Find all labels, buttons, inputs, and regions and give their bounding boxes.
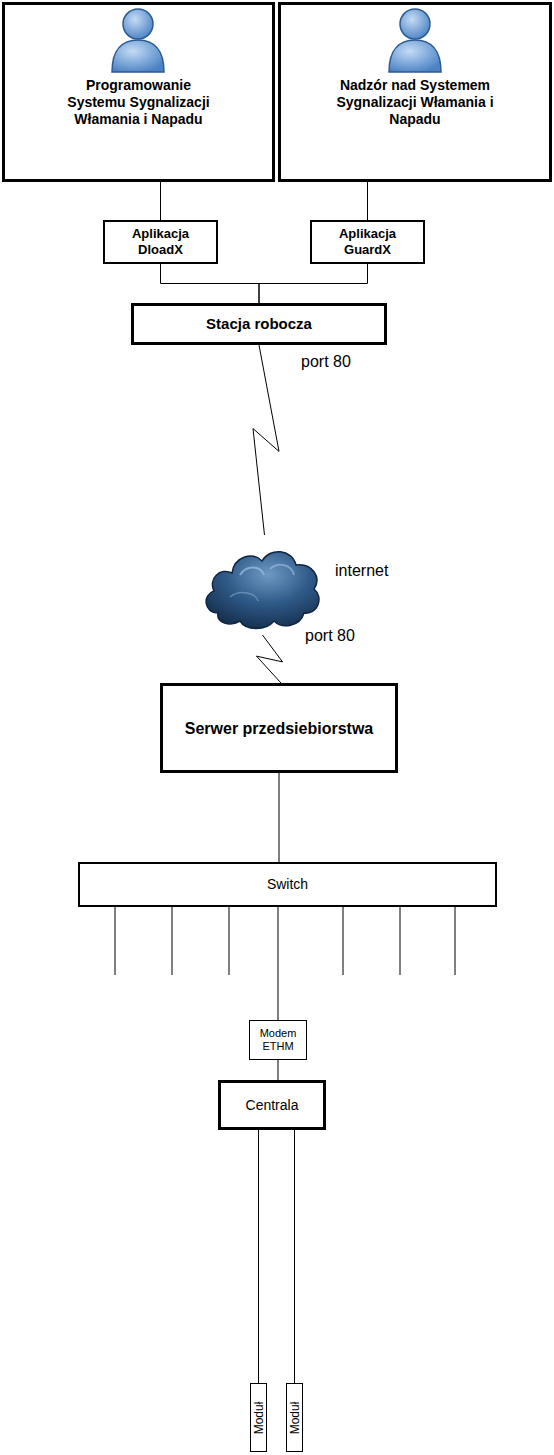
modem-box: Modem ETHM <box>249 1020 307 1060</box>
actor-box: Nadzór nad Systemem Sygnalizacji Włamani… <box>278 2 552 182</box>
connector-line <box>367 182 368 220</box>
cloud-shape <box>200 535 325 635</box>
node-label: Aplikacja GuardX <box>318 226 418 258</box>
application-box: Aplikacja GuardX <box>310 220 425 264</box>
port-label: port 80 <box>303 627 357 645</box>
server-box: Serwer przedsiebiorstwa <box>160 683 398 773</box>
node-label: Moduł <box>252 1401 266 1434</box>
connector-line <box>279 773 280 862</box>
switch-port-stubs <box>115 907 455 975</box>
person-icon <box>112 9 164 72</box>
connector-line <box>278 1060 279 1080</box>
port-label: port 80 <box>299 353 353 371</box>
connector-line <box>259 264 368 303</box>
network-link <box>253 345 279 535</box>
switch-box: Switch <box>78 862 497 907</box>
connector-line <box>258 1130 259 1383</box>
connector-line <box>161 264 260 303</box>
connector-line <box>160 182 161 220</box>
workstation-box: Stacja robocza <box>131 303 387 345</box>
connector-line <box>278 907 279 1020</box>
node-label: Aplikacja DloadX <box>111 226 211 258</box>
person-icon <box>389 9 441 72</box>
internet-cloud: internet <box>200 535 325 635</box>
module-box: Moduł <box>250 1383 267 1452</box>
node-label: Moduł <box>288 1401 302 1434</box>
application-box: Aplikacja DloadX <box>103 220 218 264</box>
node-label: Programowanie Systemu Sygnalizacji Włama… <box>59 77 219 128</box>
module-box: Moduł <box>286 1383 303 1452</box>
node-label: Switch <box>267 876 308 893</box>
cloud-label: internet <box>335 561 388 580</box>
network-link <box>257 635 283 683</box>
connector-line <box>294 1130 295 1383</box>
node-label: Serwer przedsiebiorstwa <box>185 719 374 738</box>
actor-box: Programowanie Systemu Sygnalizacji Włama… <box>2 2 275 182</box>
control-panel-box: Centrala <box>218 1080 326 1130</box>
node-label: Stacja robocza <box>206 315 312 333</box>
node-label: Nadzór nad Systemem Sygnalizacji Włamani… <box>330 77 500 128</box>
node-label: Modem ETHM <box>254 1027 302 1053</box>
node-label: Centrala <box>246 1097 299 1114</box>
